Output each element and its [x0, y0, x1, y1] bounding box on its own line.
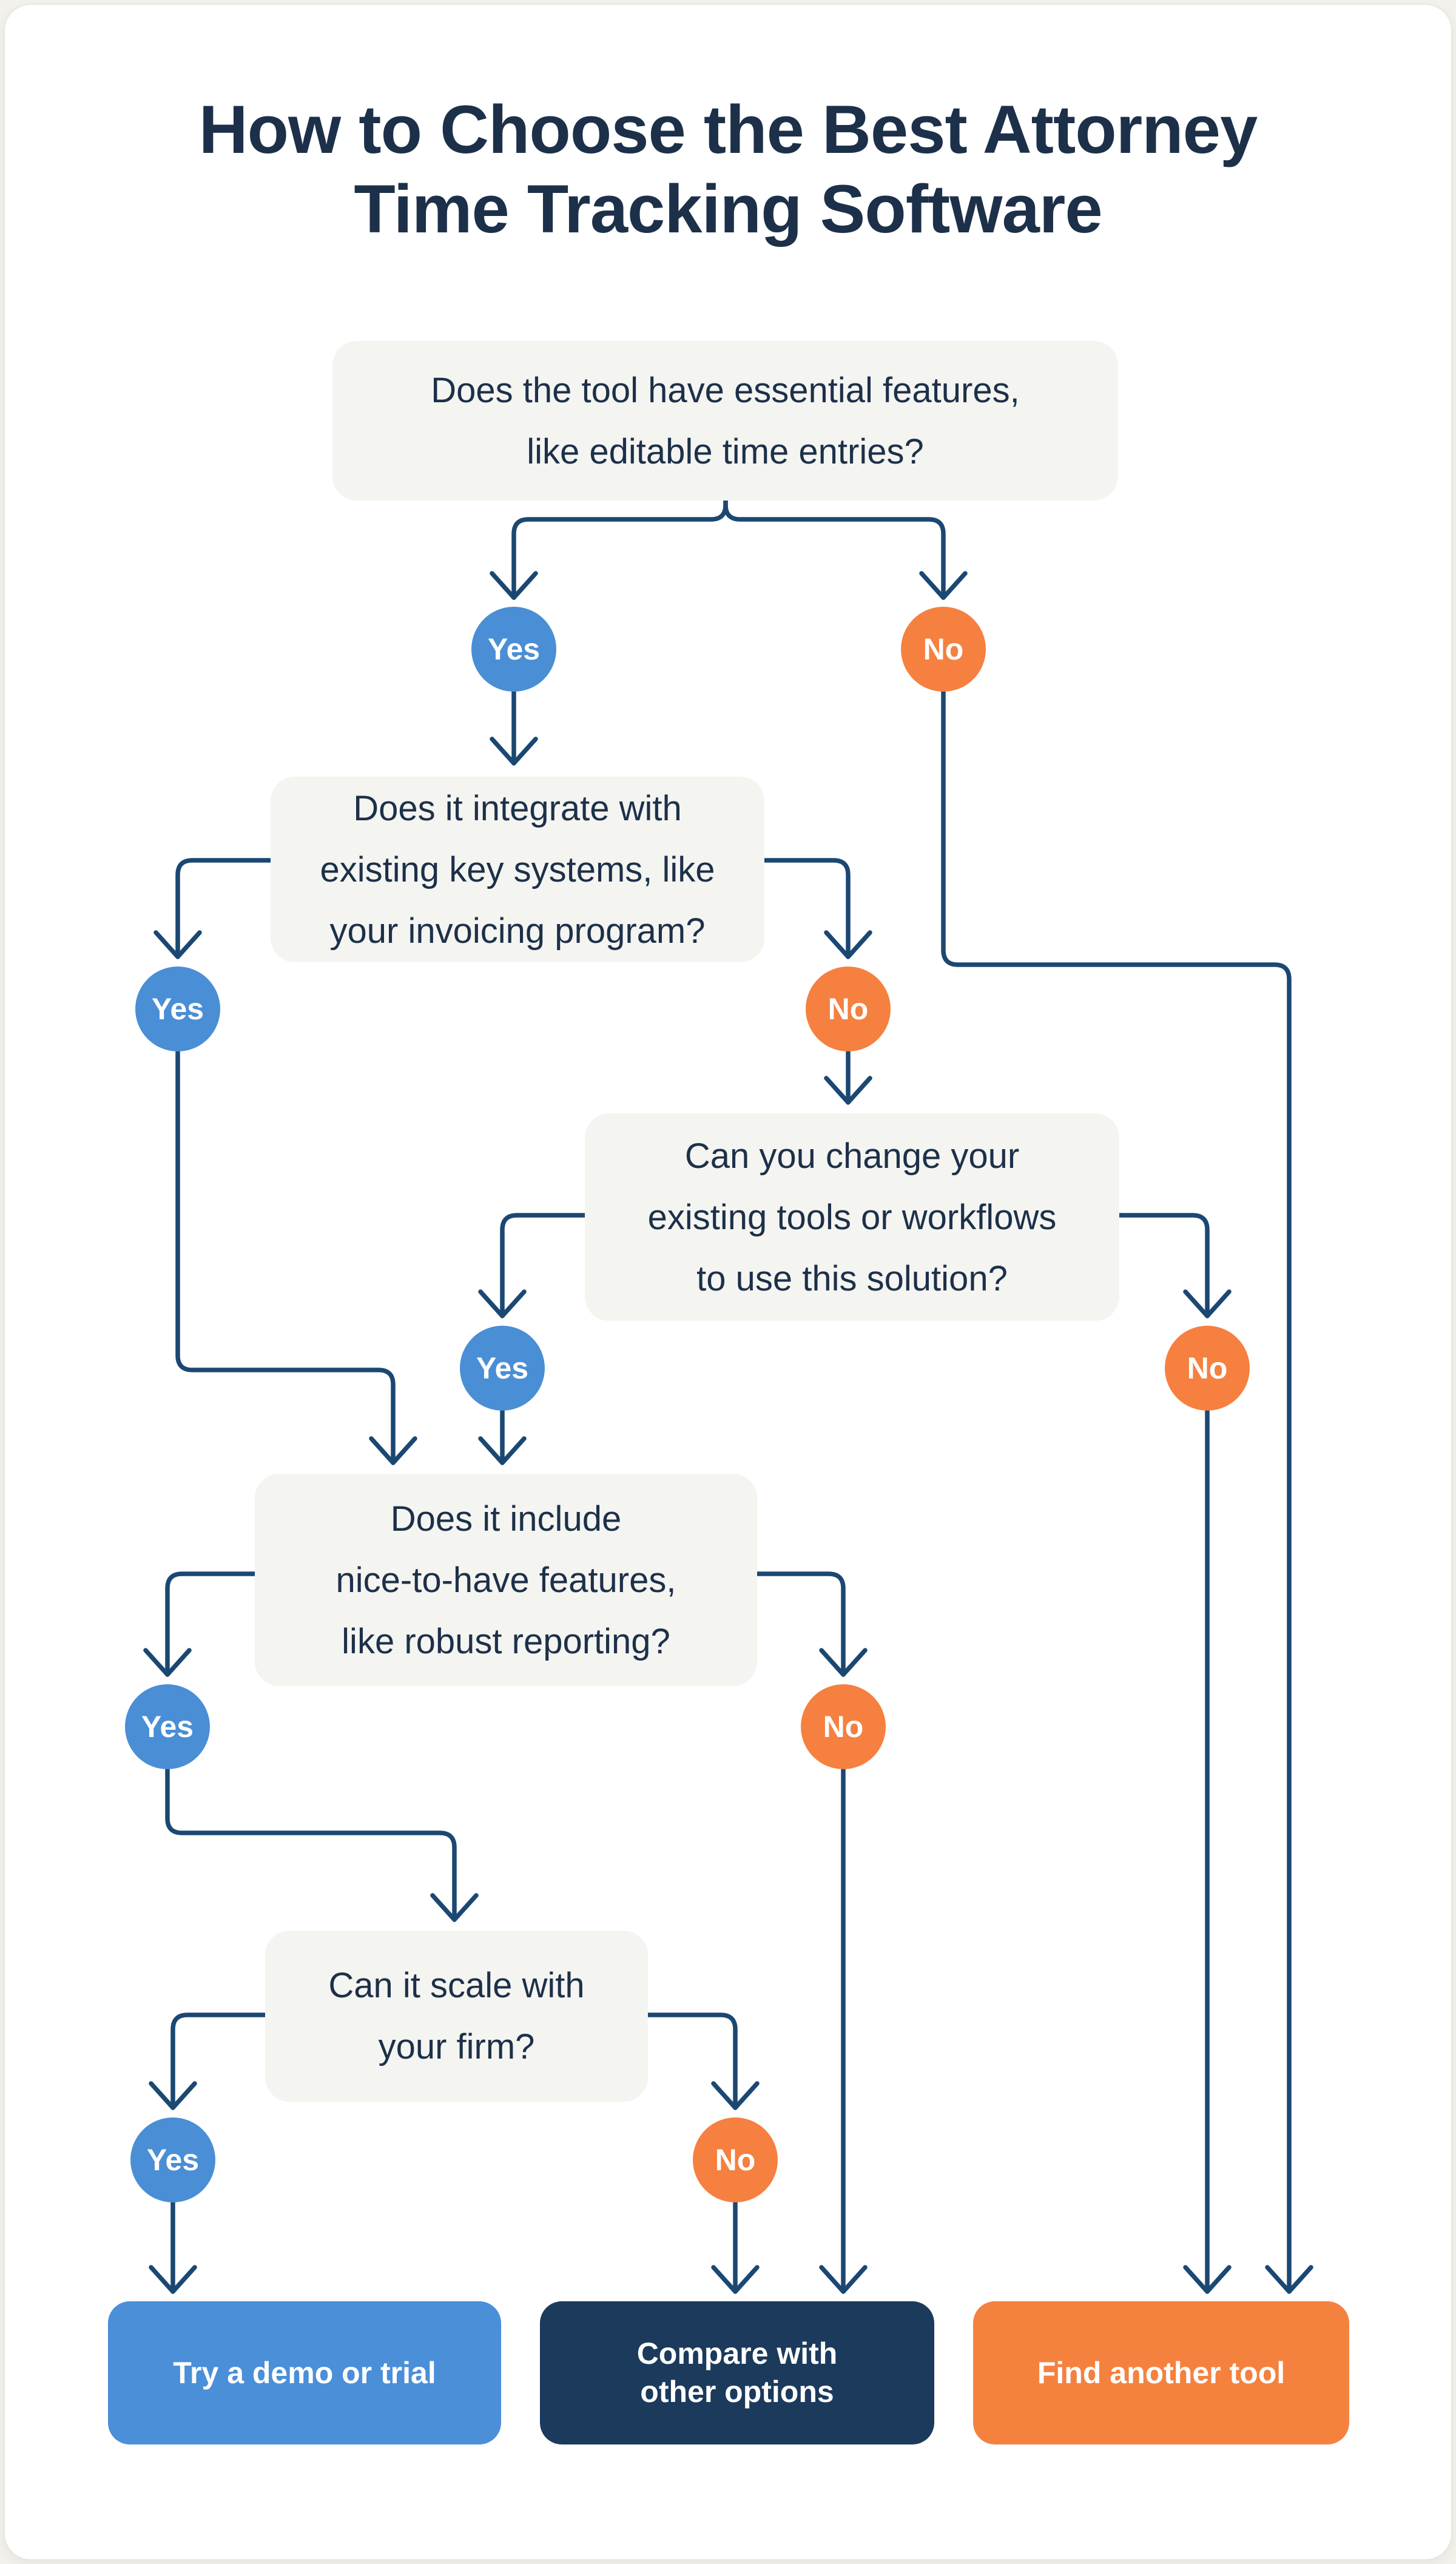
infographic-title: How to Choose the Best Attorney Time Tra…: [0, 90, 1456, 249]
question-box-4: Does it include nice-to-have features, l…: [255, 1474, 757, 1686]
connector-q3-to-no3: [1117, 1213, 1232, 1318]
question-text-line: your firm?: [378, 2027, 535, 2066]
question-text-line: existing key systems, like: [320, 849, 715, 889]
question-box-3: Can you change your existing tools or wo…: [585, 1113, 1119, 1321]
connector-yes2-to-q4: [175, 1049, 417, 1465]
question-text-line: nice-to-have features,: [335, 1560, 676, 1600]
decision-circle-yes-3: Yes: [460, 1326, 545, 1411]
no-label: No: [823, 1710, 864, 1744]
no-label: No: [923, 632, 964, 666]
no-label: No: [827, 992, 869, 1026]
outcome-label-line: Compare with: [636, 2336, 838, 2370]
connector-q2-to-no2: [762, 858, 872, 959]
question-text-line: existing tools or workflows: [647, 1197, 1057, 1237]
question-text-line: Does it include: [390, 1499, 622, 1539]
no-label: No: [715, 2143, 756, 2177]
no-label: No: [1187, 1351, 1228, 1385]
question-box-1: Does the tool have essential features, l…: [332, 341, 1118, 501]
connector-q5-to-no5: [645, 2012, 760, 2110]
question-text-line: Does it integrate with: [353, 788, 682, 828]
decision-circle-no-2: No: [806, 967, 891, 1051]
outcome-find-another-tool: Find another tool: [973, 2301, 1349, 2444]
outcome-compare-options: Compare with other options: [540, 2301, 934, 2444]
decision-circle-yes-2: Yes: [135, 967, 220, 1051]
title-line-2: Time Tracking Software: [354, 171, 1102, 247]
decision-circle-yes-4: Yes: [125, 1684, 210, 1769]
question-text-line: Does the tool have essential features,: [431, 370, 1020, 410]
decision-circle-no-5: No: [693, 2117, 778, 2202]
connector-q1-to-yes1: [490, 498, 728, 600]
decision-circle-no-1: No: [901, 607, 986, 692]
yes-label: Yes: [487, 632, 541, 666]
connector-q5-to-yes5: [149, 2012, 268, 2110]
outcome-label: Find another tool: [1037, 2355, 1286, 2390]
question-text-line: Can you change your: [684, 1136, 1020, 1176]
connector-q4-to-no4: [755, 1571, 868, 1677]
decision-circle-no-4: No: [801, 1684, 886, 1769]
yes-label: Yes: [146, 2143, 200, 2177]
connector-no1-to-find: [941, 689, 1313, 2294]
connector-q2-to-yes2: [153, 858, 273, 959]
decision-circle-yes-5: Yes: [130, 2117, 215, 2202]
decision-circle-no-3: No: [1165, 1326, 1250, 1411]
yes-label: Yes: [476, 1351, 529, 1385]
title-line-1: How to Choose the Best Attorney: [198, 92, 1258, 167]
question-text-line: like robust reporting?: [342, 1621, 670, 1661]
question-text-line: Can it scale with: [328, 1966, 585, 2005]
question-text-line: your invoicing program?: [329, 911, 706, 951]
outcome-try-demo: Try a demo or trial: [108, 2301, 501, 2444]
question-text-line: to use this solution?: [696, 1258, 1008, 1298]
question-text-line: like editable time entries?: [527, 431, 924, 471]
yes-label: Yes: [141, 1710, 194, 1744]
connector-yes4-to-q5: [165, 1767, 479, 1922]
outcome-label: Try a demo or trial: [173, 2355, 436, 2390]
question-box-2: Does it integrate with existing key syst…: [271, 777, 764, 962]
connector-q1-to-no1: [723, 498, 968, 600]
outcome-label-line: other options: [640, 2375, 834, 2409]
decision-circle-yes-1: Yes: [471, 607, 556, 692]
connector-q3-to-yes3: [478, 1213, 587, 1318]
yes-label: Yes: [151, 992, 204, 1026]
question-box-5: Can it scale with your firm?: [265, 1931, 648, 2102]
connector-q4-to-yes4: [143, 1571, 257, 1677]
